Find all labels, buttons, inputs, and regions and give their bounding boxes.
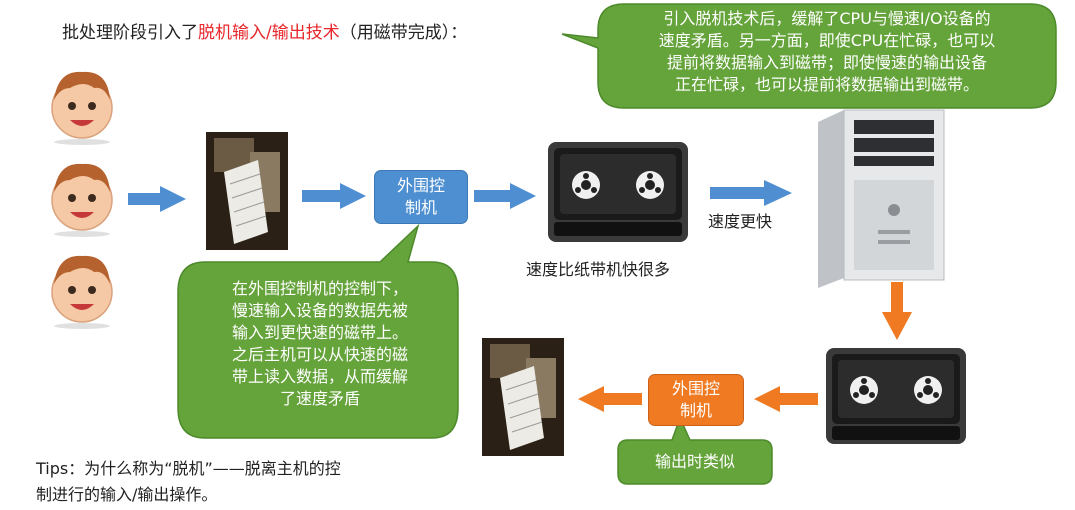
- tape-speed-label: 速度比纸带机快很多: [526, 260, 671, 279]
- top-bubble-text: 引入脱机技术后，缓解了CPU与慢速I/O设备的 速度矛盾。另一方面，即使CPU在…: [600, 8, 1054, 96]
- left-bubble-line: 带上读入数据，从而缓解: [231, 367, 408, 386]
- top-bubble-line: 速度矛盾。另一方面，即使CPU在忙碌，也可以: [658, 31, 996, 50]
- left-bubble-line: 了速度矛盾: [279, 389, 360, 408]
- top-bubble-line: 引入脱机技术后，缓解了CPU与慢速I/O设备的: [663, 9, 991, 28]
- host-computer-icon: [818, 109, 945, 288]
- top-bubble-line: 正在忙碌，也可以提前将数据输出到磁带。: [674, 75, 979, 94]
- user-face-icon-1: [51, 71, 113, 145]
- left-bubble-line: 慢速输入设备的数据先被: [231, 301, 408, 320]
- left-bubble-text: 在外围控制机的控制下， 慢速输入设备的数据先被 输入到更快速的磁带上。 之后主机…: [184, 278, 456, 410]
- output-speech-bubble: [617, 416, 773, 485]
- title-prefix: 批处理阶段引入了: [62, 23, 198, 43]
- arrow-reader-to-controller: [302, 183, 366, 209]
- title-highlight: 脱机输入/输出技术: [198, 23, 340, 43]
- left-bubble-line: 在外围控制机的控制下，: [231, 279, 408, 298]
- paper-tape-reader-image: [206, 132, 288, 250]
- page-title: 批处理阶段引入了脱机输入/输出技术（用磁带完成）：: [62, 18, 467, 43]
- left-bubble-line: 输入到更快速的磁带上。: [231, 323, 408, 342]
- output-tape-drive-icon: [826, 348, 966, 444]
- input-controller-box: 外围控 制机: [374, 170, 468, 224]
- user-face-icon-3: [51, 255, 113, 329]
- output-bubble-text: 输出时类似: [654, 452, 735, 471]
- arrow-tape-to-host: [710, 180, 792, 206]
- left-speech-bubble: [177, 223, 459, 439]
- paper-tape-printer-image: [482, 338, 564, 456]
- tips-line: 制进行的输入/输出操作。: [36, 485, 218, 504]
- top-bubble-line: 提前将数据输入到磁带；即使慢速的输出设备: [666, 53, 987, 72]
- output-controller-box: 外围控 制机: [648, 374, 744, 426]
- tips-line: Tips：为什么称为“脱机”——脱离主机的控: [36, 459, 341, 478]
- arrow-tape-to-output-controller: [754, 386, 818, 412]
- user-face-icon-2: [51, 163, 113, 237]
- arrow-host-to-output-tape: [882, 282, 912, 340]
- faster-speed-label: 速度更快: [708, 212, 773, 231]
- arrow-face-to-reader: [128, 186, 186, 212]
- arrow-controller-to-printer: [578, 386, 642, 412]
- left-bubble-line: 之后主机可以从快速的磁: [231, 345, 408, 364]
- top-speech-bubble: [561, 3, 1057, 109]
- tips-text: Tips：为什么称为“脱机”——脱离主机的控 制进行的输入/输出操作。: [36, 456, 456, 508]
- arrow-controller-to-tape: [474, 183, 536, 209]
- input-tape-drive-icon: [548, 142, 688, 242]
- title-suffix: （用磁带完成）：: [339, 23, 468, 43]
